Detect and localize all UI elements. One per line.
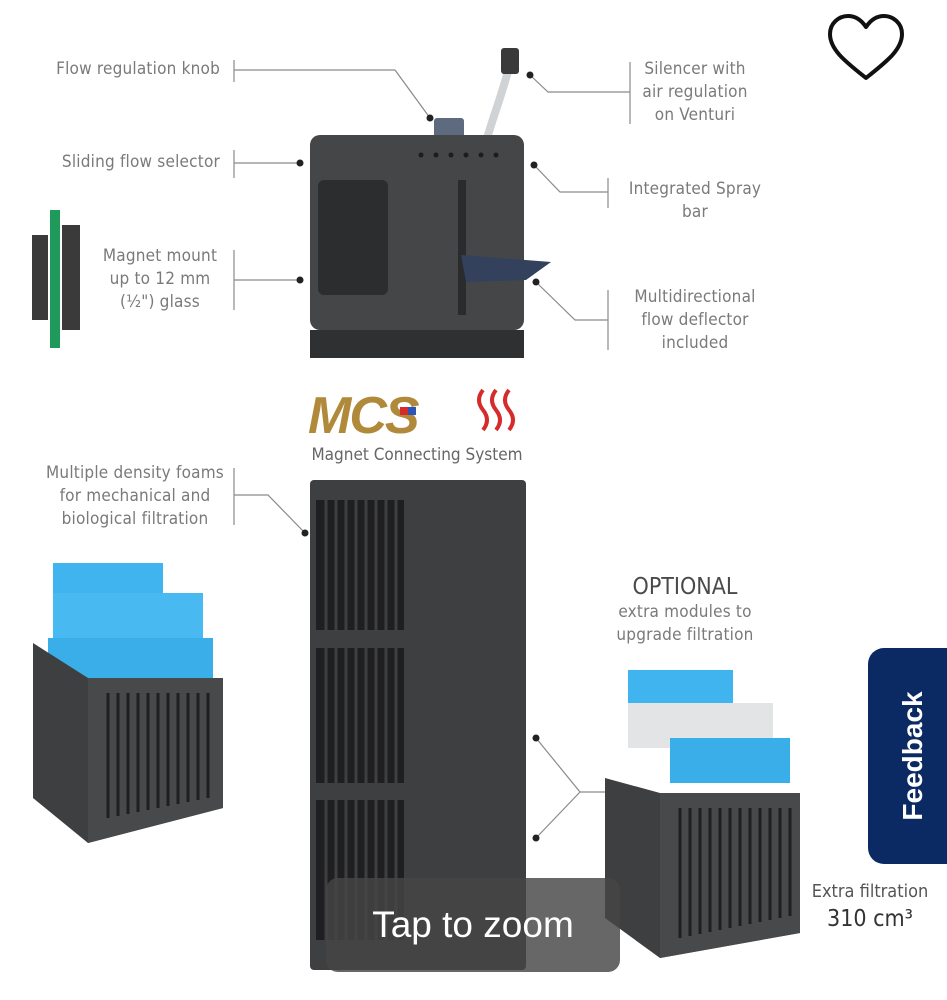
label-silencer-line1: Silencer with: [644, 59, 746, 79]
extra-filtration-value: 310 cm³: [827, 906, 913, 932]
filter-unit-illustration: [310, 48, 551, 970]
optional-title: OPTIONAL: [632, 574, 738, 600]
heart-outline-icon: [828, 14, 904, 80]
label-deflector-line2: flow deflector: [641, 310, 749, 330]
optional-line1: extra modules to: [618, 602, 752, 622]
magnet-glass-illustration: [32, 210, 80, 348]
mcs-subtitle: Magnet Connecting System: [311, 445, 523, 465]
label-spray-line2: bar: [682, 202, 708, 222]
label-silencer-line3: on Venturi: [654, 105, 736, 125]
optional-description: extra modules to upgrade filtration: [600, 601, 770, 647]
tap-to-zoom-label: Tap to zoom: [372, 904, 574, 945]
label-foams-line3: biological filtration: [61, 509, 209, 529]
label-magnet-mount-line2: up to 12 mm: [109, 269, 211, 289]
label-foams-line1: Multiple density foams: [46, 463, 224, 483]
label-flow-knob: Flow regulation knob: [56, 59, 220, 79]
label-silencer-line2: air regulation: [642, 82, 748, 102]
label-spray-line1: Integrated Spray: [628, 179, 762, 199]
label-spray-bar: Integrated Spray bar: [612, 178, 778, 224]
label-foams: Multiple density foams for mechanical an…: [20, 462, 250, 531]
feedback-button[interactable]: Feedback: [868, 648, 947, 864]
label-foams-line2: for mechanical and: [59, 486, 211, 506]
foam-module-illustration: [33, 563, 223, 843]
extra-filtration: Extra filtration 310 cm³: [800, 880, 940, 934]
label-magnet-mount-line1: Magnet mount: [102, 246, 218, 266]
label-magnet-mount: Magnet mount up to 12 mm (½") glass: [90, 245, 230, 314]
label-deflector-line1: Multidirectional: [634, 287, 756, 307]
favorite-button[interactable]: [826, 12, 906, 84]
label-deflector-line3: included: [661, 333, 729, 353]
optional-module-illustration: [605, 670, 800, 958]
label-silencer: Silencer with air regulation on Venturi: [620, 58, 770, 127]
label-deflector: Multidirectional flow deflector included: [612, 286, 778, 355]
extra-filtration-label: Extra filtration: [811, 881, 929, 902]
mcs-logo-graphic: MCS: [308, 387, 515, 445]
label-sliding-selector: Sliding flow selector: [61, 152, 220, 172]
label-magnet-mount-line3: (½") glass: [120, 292, 200, 312]
optional-line2: upgrade filtration: [616, 625, 754, 645]
feedback-label: Feedback: [897, 691, 928, 821]
svg-text:MCS: MCS: [308, 387, 420, 440]
tap-to-zoom-button[interactable]: Tap to zoom: [326, 878, 620, 972]
mcs-logo: MCS: [308, 385, 530, 445]
